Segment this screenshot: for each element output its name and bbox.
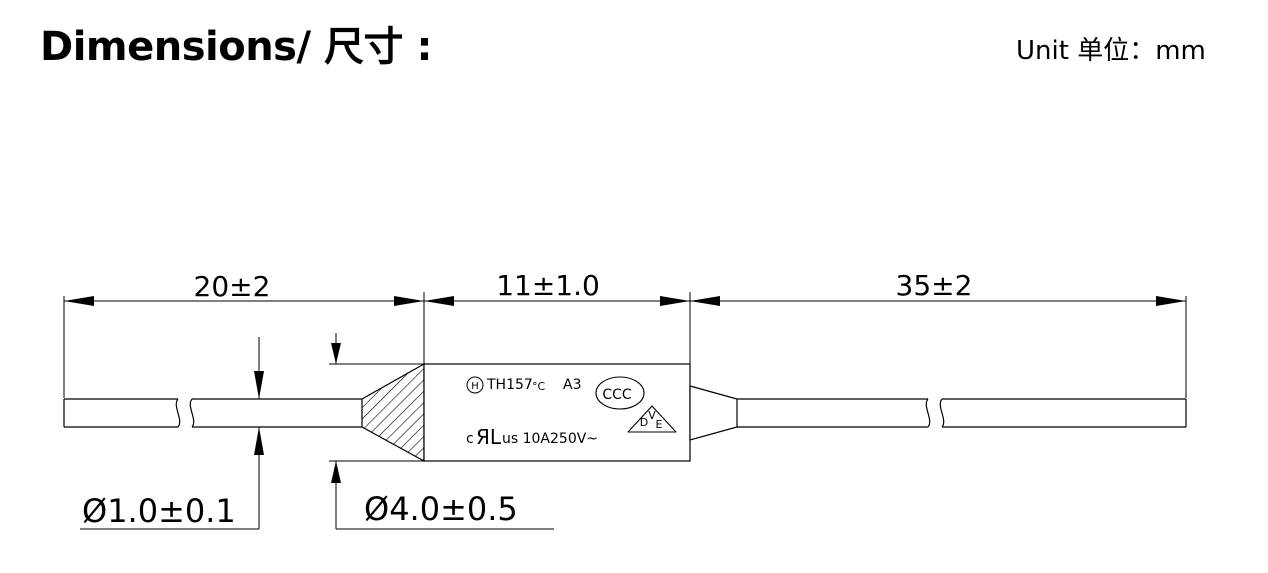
- ccc-mark-label: CCC: [602, 387, 632, 403]
- extension-lines: [63, 292, 1187, 462]
- lead-diameter-dimension: [80, 337, 264, 530]
- right-taper: [689, 385, 738, 441]
- body-diameter-dimension: [331, 333, 554, 530]
- ul-c-prefix: c: [466, 431, 474, 447]
- temp-unit-label: °C: [532, 380, 546, 393]
- body-length-label: 11±1.0: [496, 269, 600, 302]
- ul-mark-icon: ЯL: [476, 425, 502, 449]
- length-dimension-lines: [64, 296, 1186, 306]
- body-diameter-label: Ø4.0±0.5: [364, 490, 518, 528]
- page-title: Dimensions/ 尺寸 :: [40, 24, 432, 70]
- right-lead-length-label: 35±2: [896, 269, 973, 302]
- vde-letter-v: V: [648, 409, 656, 422]
- vde-mark-icon: [627, 405, 677, 433]
- rating-class-label: A3: [563, 377, 581, 393]
- h-mark-circle: [466, 376, 484, 394]
- model-label: TH157: [486, 377, 533, 393]
- unit-label: Unit 单位：mm: [1016, 36, 1206, 66]
- left-lead-wire: [63, 398, 362, 428]
- right-lead-wire: [737, 398, 1187, 428]
- us-rating-label: us 10A250V~: [502, 431, 598, 447]
- left-taper-hatched: [361, 362, 425, 463]
- ccc-mark-circle: [595, 376, 645, 410]
- body-markings: H TH157 °C A3 CCC c ЯL us 10A250V~ D V E: [466, 376, 677, 449]
- lead-diameter-label: Ø1.0±0.1: [82, 492, 236, 530]
- vde-letter-d: D: [640, 416, 648, 429]
- vde-letter-e: E: [656, 418, 663, 431]
- left-lead-length-label: 20±2: [194, 270, 271, 303]
- h-mark-label: H: [471, 381, 479, 392]
